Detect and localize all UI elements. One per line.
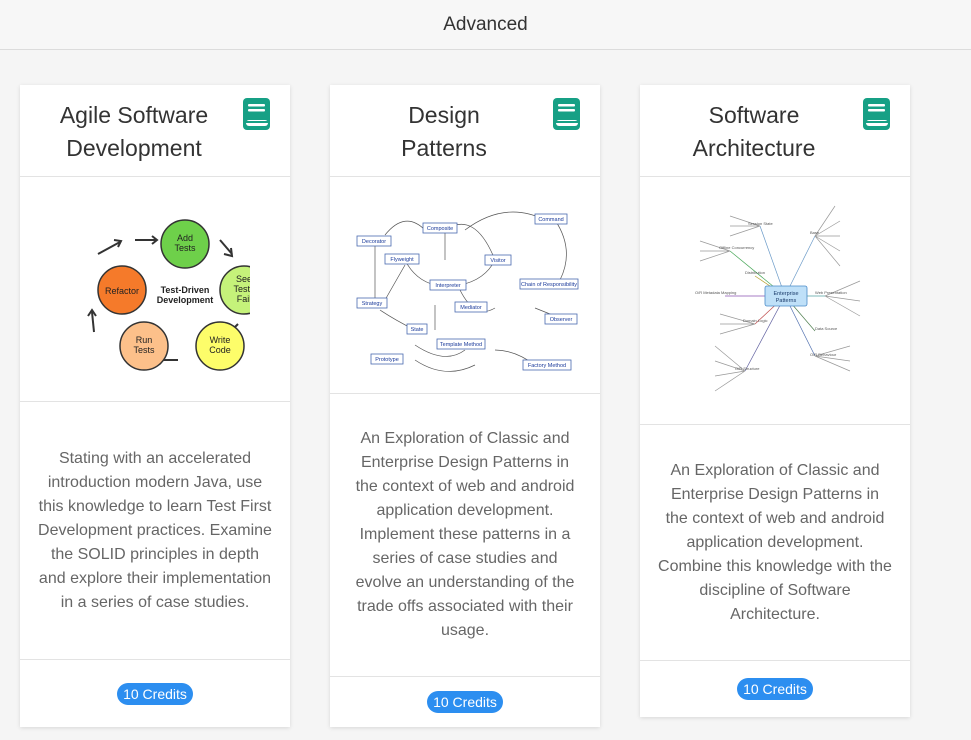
node-see-tests-fail: See [236, 274, 250, 284]
diagram-caption-2: Development [157, 295, 214, 305]
diagram-caption-1: Test-Driven [161, 285, 210, 295]
card-title: Design Patterns [401, 102, 487, 161]
card-footer: 10 Credits [640, 661, 910, 717]
node-template-method: Template Method [440, 342, 482, 348]
node-refactor: Refactor [105, 286, 139, 296]
svg-text:Base: Base [810, 230, 820, 235]
credits-badge: 10 Credits [427, 691, 503, 713]
card-title: Software Architecture [692, 102, 816, 161]
node-chain: Chain of Responsibility [521, 282, 577, 288]
svg-text:Tests: Tests [233, 284, 250, 294]
card-description: An Exploration of Classic and Enterprise… [640, 425, 910, 661]
node-write-code: Write [210, 335, 231, 345]
branch-offline-concurrency: Offline Concurrency [719, 245, 754, 250]
credits-badge: 10 Credits [117, 682, 193, 705]
node-interpreter: Interpreter [435, 283, 461, 289]
svg-text:Code: Code [209, 345, 231, 355]
card-footer: 10 Credits [330, 677, 600, 727]
design-patterns-diagram: Composite Command Decorator Flyweight Vi… [356, 211, 579, 372]
node-observer: Observer [550, 317, 573, 323]
mindmap-center: Enterprise [773, 291, 798, 297]
node-strategy: Strategy [362, 301, 383, 307]
course-card-software-architecture[interactable]: Software Architecture [640, 85, 910, 717]
card-image: Add Tests See Tests Fail Write Code Run … [20, 177, 290, 402]
card-footer: 10 Credits [20, 660, 290, 727]
svg-text:Distribution: Distribution [745, 270, 765, 275]
svg-text:Data Source: Data Source [815, 326, 838, 331]
tdd-cycle-diagram: Add Tests See Tests Fail Write Code Run … [87, 219, 250, 371]
card-header: Software Architecture [640, 85, 910, 177]
node-factory-method: Factory Method [528, 363, 566, 369]
svg-text:Patterns: Patterns [776, 298, 797, 304]
node-flyweight: Flyweight [390, 257, 414, 263]
node-run-tests: Run [136, 335, 153, 345]
card-image: Enterprise Patterns Session State Base O… [640, 177, 910, 425]
svg-text:Tests: Tests [133, 345, 155, 355]
node-visitor: Visitor [490, 258, 505, 264]
card-image: Composite Command Decorator Flyweight Vi… [330, 177, 600, 394]
branch-metadata-mapping: O/R Metadata Mapping [695, 290, 736, 295]
svg-text:O/R Behaviour: O/R Behaviour [810, 352, 837, 357]
book-icon[interactable] [862, 98, 891, 130]
enterprise-patterns-mindmap: Enterprise Patterns Session State Base O… [695, 205, 861, 391]
card-description: An Exploration of Classic and Enterprise… [330, 394, 600, 677]
node-decorator: Decorator [362, 239, 386, 245]
node-mediator: Mediator [460, 305, 482, 311]
card-header: Design Patterns [330, 85, 600, 177]
node-composite: Composite [427, 226, 453, 232]
book-icon[interactable] [242, 98, 271, 130]
node-state: State [411, 327, 424, 333]
branch-session-state: Session State [748, 221, 773, 226]
credits-badge: 10 Credits [737, 678, 813, 700]
node-command: Command [538, 217, 563, 223]
card-header: Agile Software Development [20, 85, 290, 177]
branch-domain-logic: Domain Logic [743, 318, 767, 323]
page-title: Advanced [443, 14, 528, 35]
svg-text:O/R Structure: O/R Structure [735, 366, 760, 371]
branch-web-presentation: Web Presentation [815, 290, 847, 295]
course-card-design-patterns[interactable]: Design Patterns Composi [330, 85, 600, 727]
svg-text:Fail: Fail [237, 294, 250, 304]
card-description: Stating with an accelerated introduction… [20, 402, 290, 660]
node-add-tests: Add [177, 233, 193, 243]
course-card-agile[interactable]: Agile Software Development [20, 85, 290, 727]
top-bar: Advanced [0, 0, 971, 50]
svg-text:Tests: Tests [174, 243, 196, 253]
card-title: Agile Software Development [59, 102, 209, 161]
book-icon[interactable] [552, 98, 581, 130]
node-prototype: Prototype [375, 357, 399, 363]
